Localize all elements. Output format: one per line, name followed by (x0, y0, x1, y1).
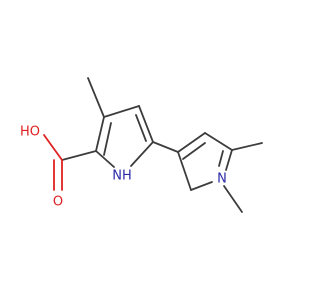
bond-r-c5-n1-double (218, 150, 224, 167)
bond-r-c3-c4-double (182, 142, 206, 160)
pyrrole-nh-label: NH (112, 169, 132, 184)
bond-r-c5-n1 (225, 149, 233, 171)
bond-r-n1-methyl (223, 185, 243, 213)
bond-n1-c2 (95, 150, 115, 168)
bond-inter-ring (152, 141, 179, 153)
bond-c3-c4 (103, 105, 140, 118)
bond-c4-c5 (138, 105, 154, 143)
bond-c2-carboxyl (61, 150, 97, 161)
bond-c4-c5-double (135, 114, 147, 142)
bond-c2-c3 (95, 116, 105, 152)
carbonyl-oxygen-label: O (53, 195, 63, 210)
bond-c3-methyl (87, 77, 105, 118)
bond-carboxyl-oh (43, 134, 63, 161)
bond-r-n1-c2 (190, 181, 213, 191)
bond-r-c2-c3 (177, 151, 192, 191)
bond-r-c3-c4 (177, 132, 206, 153)
hydroxyl-label: HO (20, 125, 40, 140)
molecule-canvas: HO O NH N (19, 77, 263, 213)
methyl-n-label: N (217, 172, 227, 187)
bond-c5-n1 (130, 141, 154, 167)
molecule-structure: HO O NH N (20, 77, 263, 213)
bond-c2-c3-double (103, 122, 112, 156)
bond-r-c5-methyl (231, 142, 263, 151)
bond-r-c4-c5 (204, 132, 233, 151)
